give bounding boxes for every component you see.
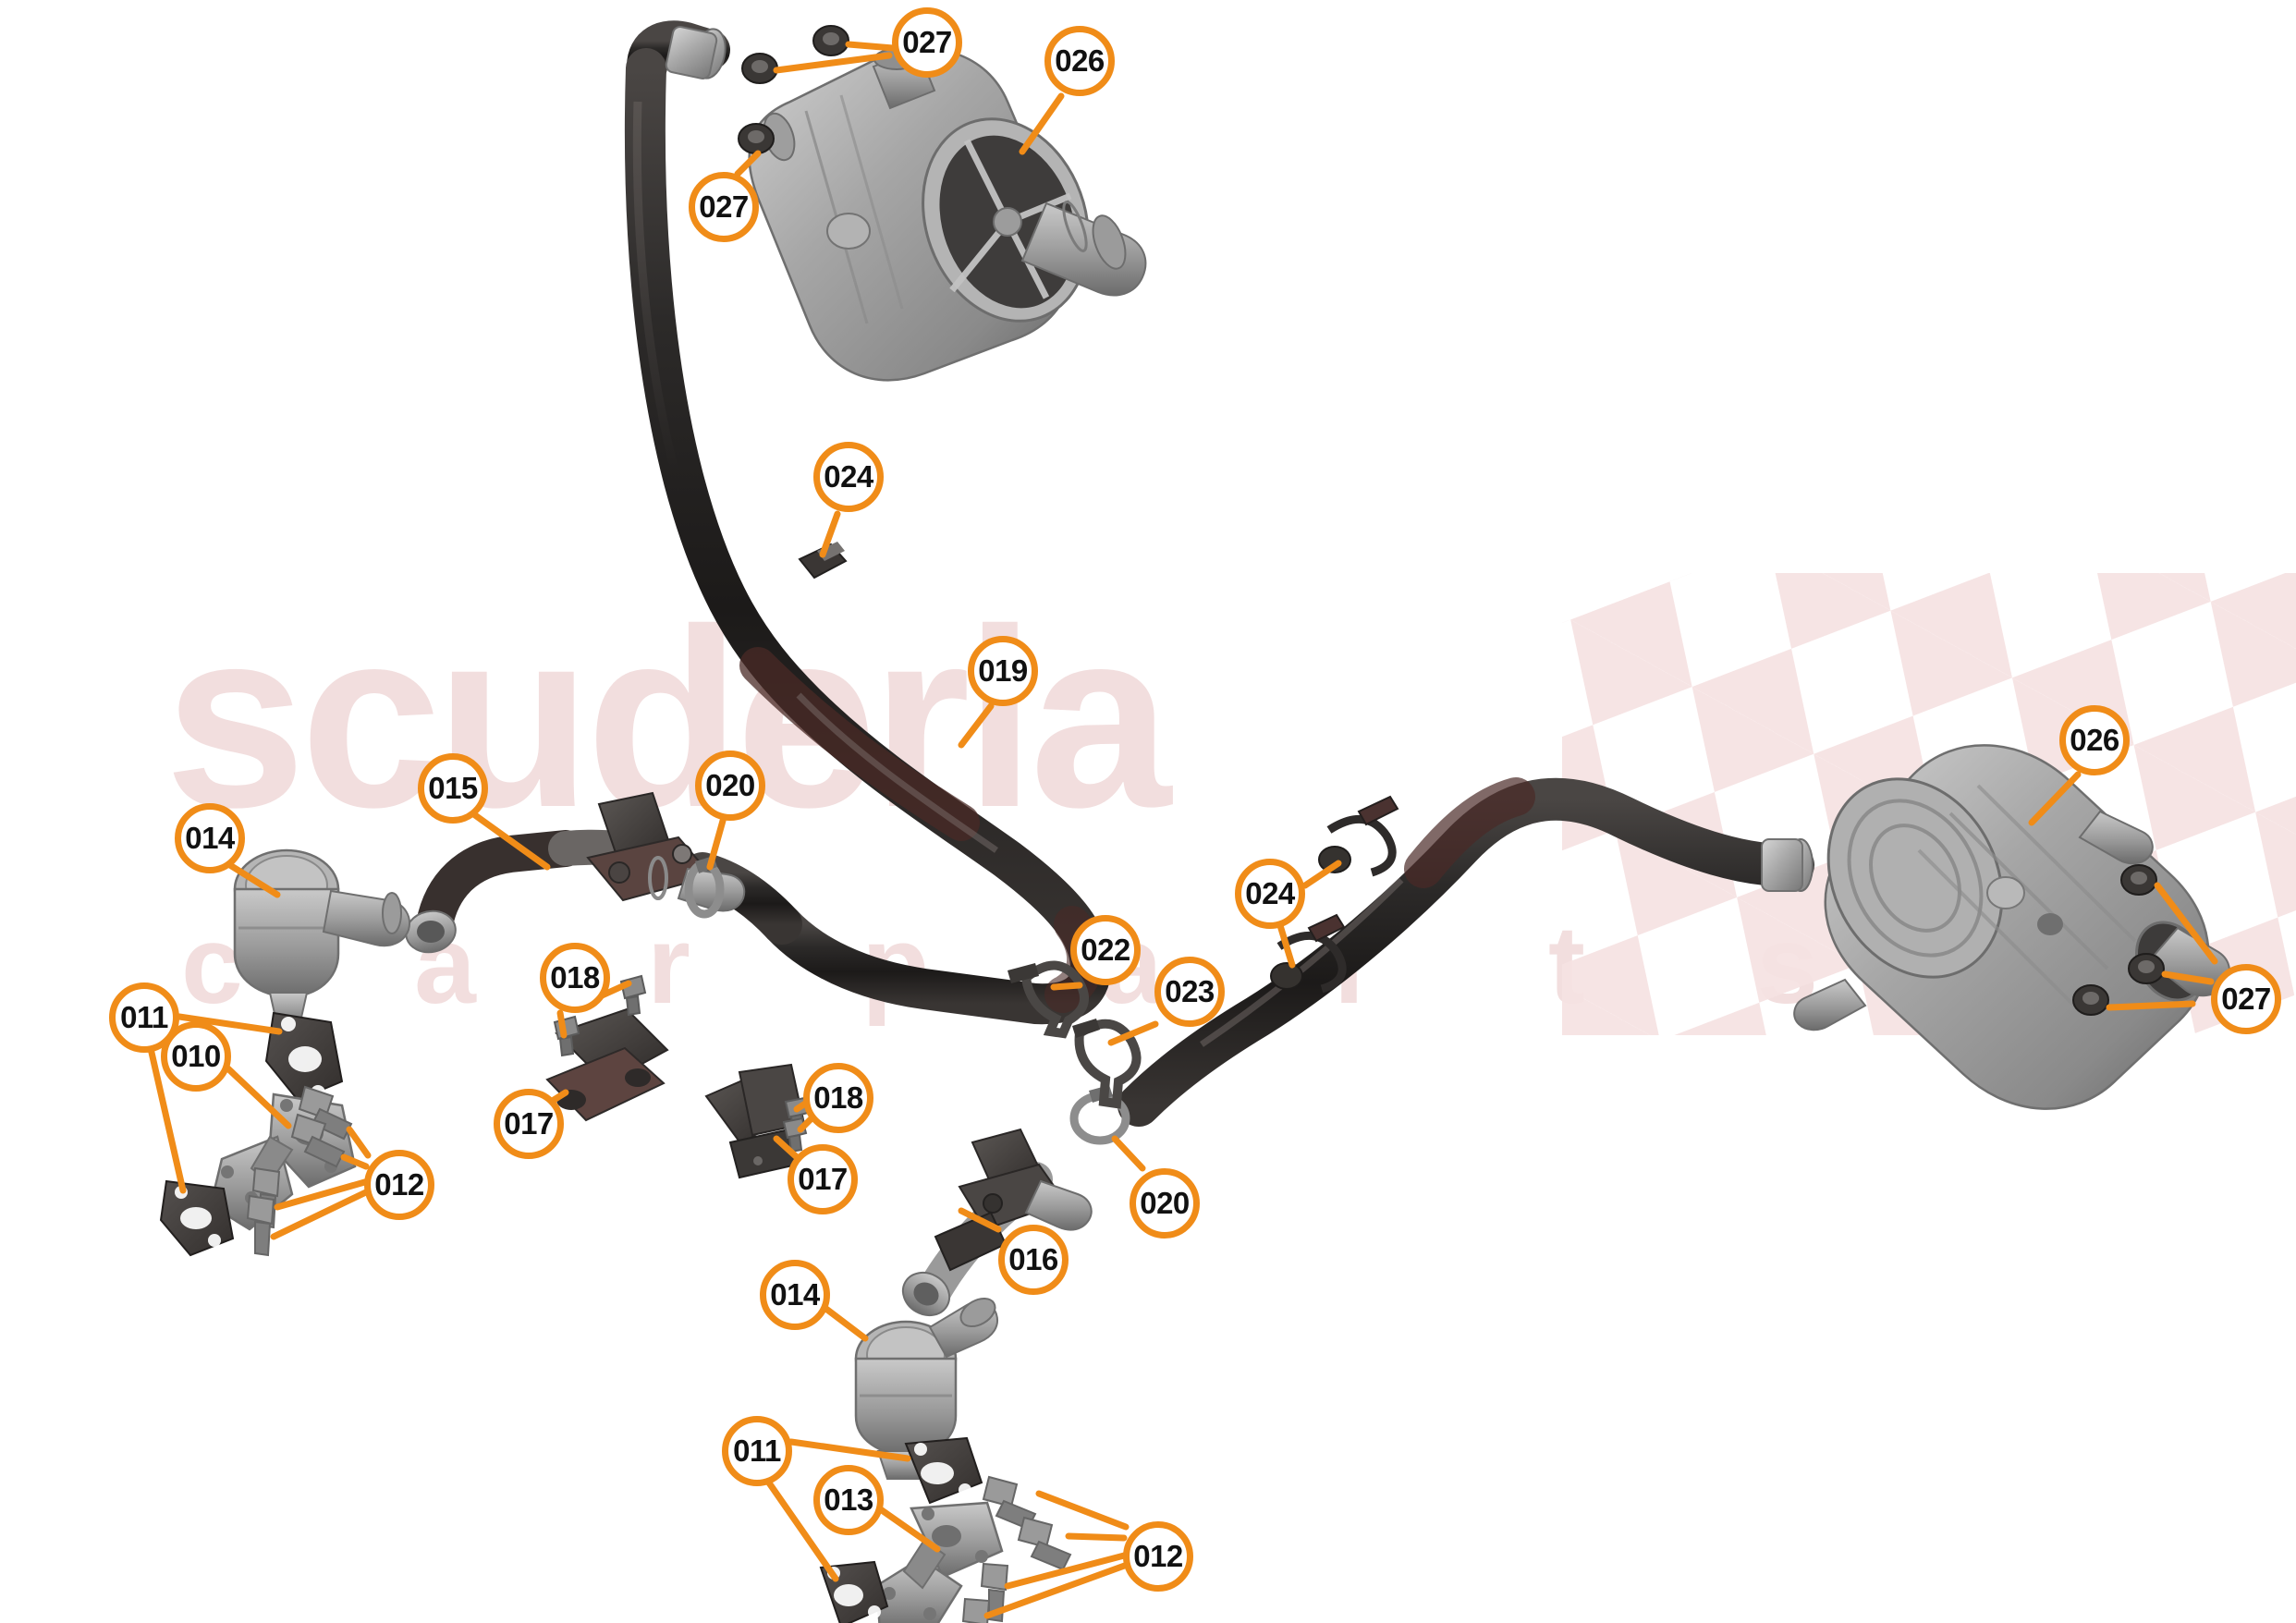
callout-022[interactable]: 022 [1070,915,1141,985]
callout-016[interactable]: 016 [998,1225,1069,1295]
air-hose-right [1117,777,1814,1127]
callout-010[interactable]: 010 [161,1021,231,1092]
nut-027-right-c [2072,984,2109,1016]
callout-020-right[interactable]: 020 [1130,1168,1200,1239]
retaining-clip-022 [1008,960,1090,1039]
nut-027-right-a [2120,864,2157,896]
bolt-012-left-a [298,1085,353,1141]
hose-clip-024-upper [798,542,848,580]
callout-026-right[interactable]: 026 [2059,705,2130,775]
callout-020-left[interactable]: 020 [695,750,765,821]
air-pipe-assembly-016 [901,1128,1093,1317]
hose-clip-024-right-a [1318,795,1399,877]
callout-012-bottom[interactable]: 012 [1123,1521,1193,1592]
bolt-012-left-d [246,1194,275,1257]
callout-014-left[interactable]: 014 [175,803,245,873]
callout-015[interactable]: 015 [418,753,488,824]
combination-valve-014-left [233,848,410,1047]
gasket-011-bottom-b [819,1560,889,1623]
bolt-012-bottom-d [961,1597,991,1623]
callout-024-upper[interactable]: 024 [813,442,884,512]
callout-012-left[interactable]: 012 [364,1150,434,1220]
callout-018-center[interactable]: 018 [803,1063,873,1133]
hose-ferrule-right [1761,838,1814,892]
callout-011-bottom[interactable]: 011 [722,1416,792,1486]
callout-017-center[interactable]: 017 [788,1144,858,1214]
nut-027-top-c [738,123,775,154]
combination-valve-014-bottom [854,1297,998,1480]
bolt-012-left-b [290,1113,346,1168]
gasket-011-bottom-a [904,1436,983,1505]
gasket-011-left-lower [159,1179,235,1257]
callout-023[interactable]: 023 [1154,957,1225,1027]
secondary-air-pump-026-right [1793,744,2230,1110]
callout-026-top[interactable]: 026 [1044,26,1115,96]
callout-027-top-a[interactable]: 027 [892,7,962,78]
nut-027-top-b [741,53,778,84]
hose-ferrule-019 [665,26,727,79]
callout-017-center-left[interactable]: 017 [494,1089,564,1159]
callout-014-bottom[interactable]: 014 [760,1260,830,1330]
callout-013[interactable]: 013 [813,1465,884,1535]
callout-018-center-left[interactable]: 018 [540,943,610,1013]
nut-027-top-a [812,25,849,56]
hose-clip-024-right-b [1270,913,1347,994]
secondary-air-pump-026-top [748,47,1147,382]
callout-027-right[interactable]: 027 [2211,964,2281,1034]
callout-019[interactable]: 019 [968,636,1038,706]
callout-027-top-c[interactable]: 027 [689,172,759,242]
nut-027-right-b [2128,953,2165,984]
callout-024-right[interactable]: 024 [1235,859,1305,929]
bolt-012-bottom-b [1017,1516,1072,1571]
